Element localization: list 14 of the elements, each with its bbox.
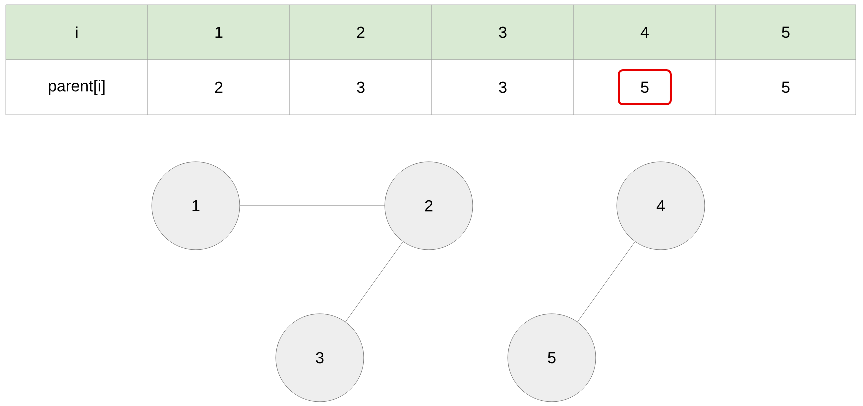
connector-line xyxy=(578,242,636,322)
table-cell: parent[i] xyxy=(6,60,148,116)
header-cell: 3 xyxy=(432,4,574,60)
table-cell: 3 xyxy=(290,60,432,116)
header-cell: 5 xyxy=(716,4,856,60)
header-cell: 1 xyxy=(148,4,290,60)
header-cell: i xyxy=(6,4,148,60)
table-cell: 3 xyxy=(432,60,574,116)
connector-line xyxy=(346,242,404,322)
header-cell: 4 xyxy=(574,4,716,60)
header-cell: 2 xyxy=(290,4,432,60)
table-cell: 2 xyxy=(148,60,290,116)
highlight-box: 5 xyxy=(618,70,672,106)
table-cell: 5 xyxy=(716,60,856,116)
